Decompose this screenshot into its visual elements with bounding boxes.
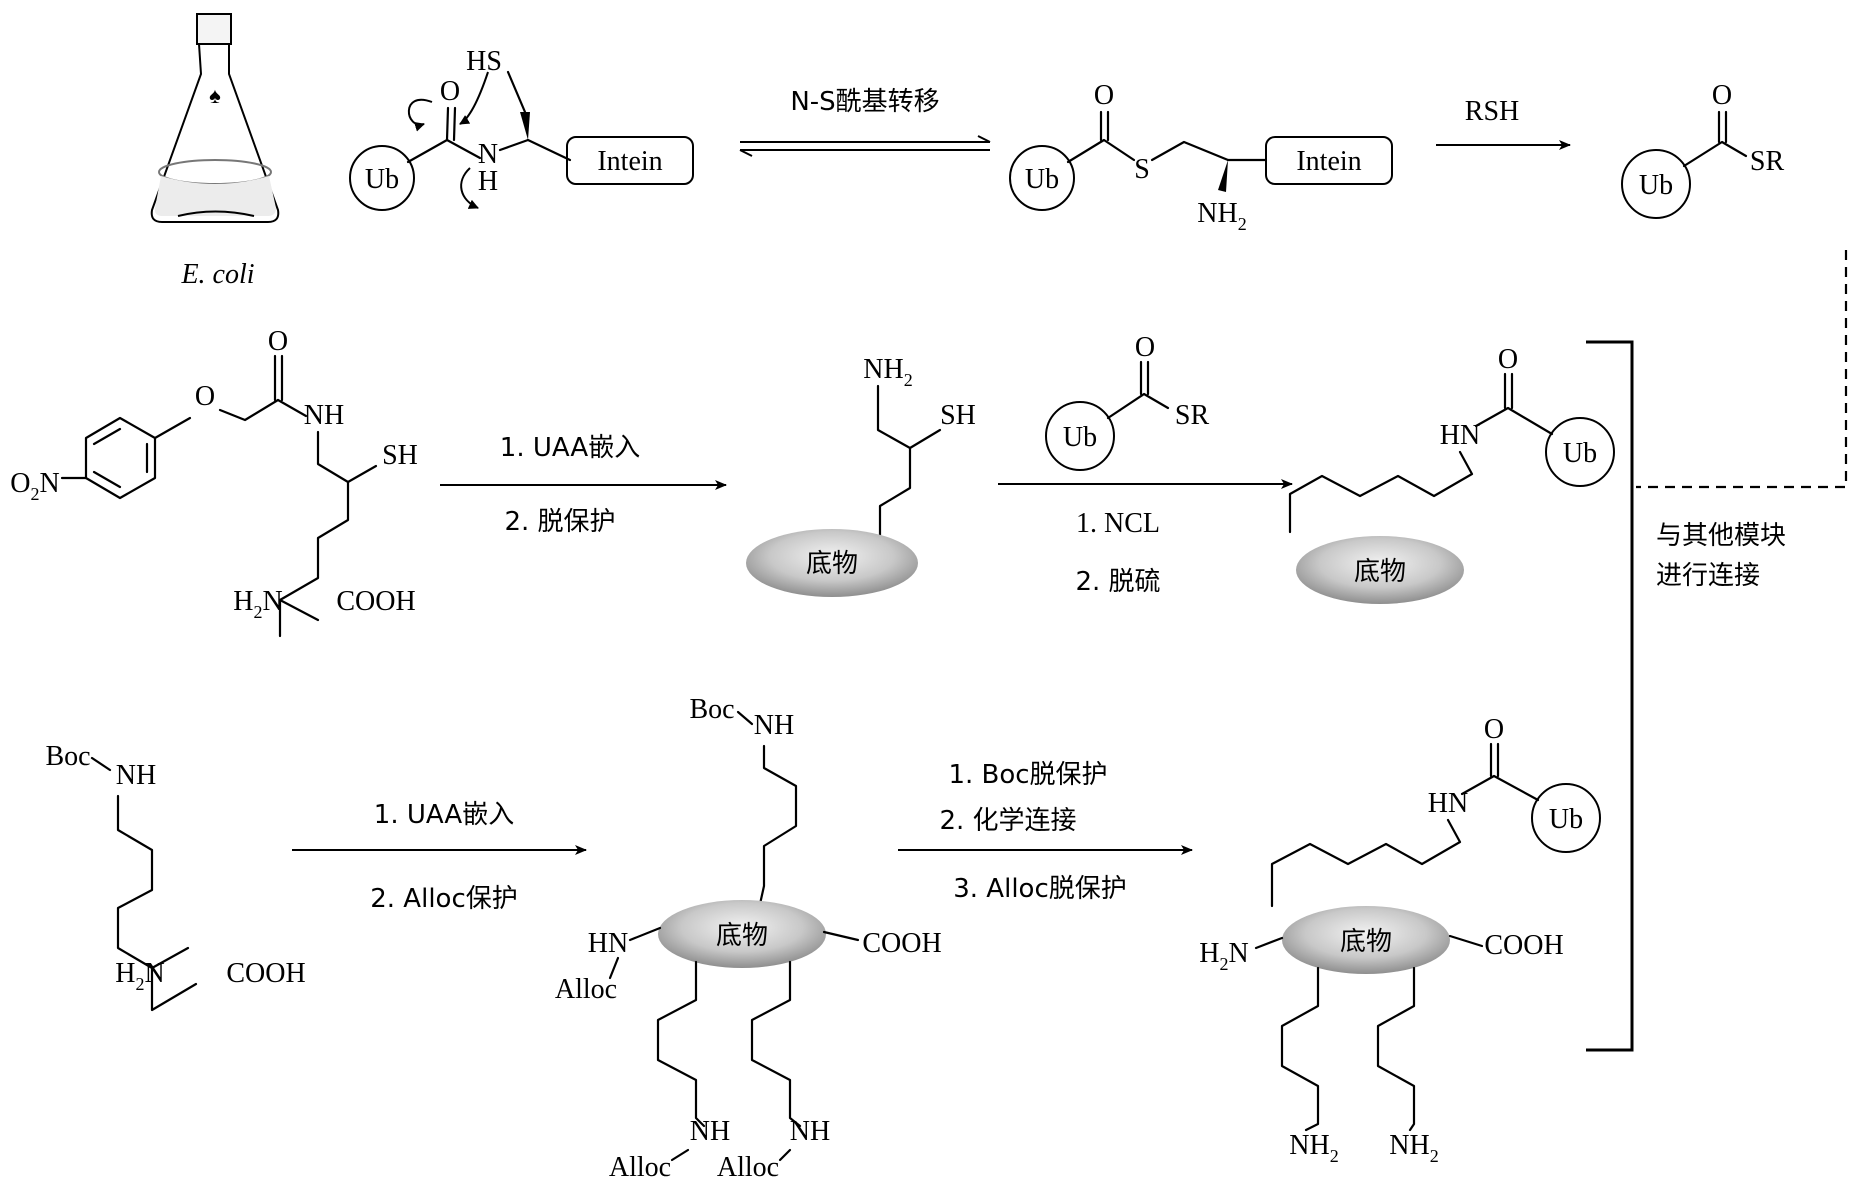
amine-label: NH2 [863,354,912,390]
substrate-oval [1282,906,1450,974]
step-alloc-deprotect-label: 3. Alloc脱保护 [953,874,1127,904]
thioester-intermediate: Ub O S NH2 Intein [1009,80,1393,234]
alloc-label: Alloc [609,1152,671,1183]
amine-label: NH2 [1289,1130,1338,1166]
step-deprotect-label: 2. 脱保护 [504,507,615,537]
rsh-label: RSH [1465,96,1519,127]
carboxyl-label: COOH [336,586,415,617]
substrate-label: 底物 [716,921,768,951]
ub-lysine-conjugate-2: Ub O HN 底物 H2N COOH NH2 NH2 [1199,714,1601,1166]
amide-nh-label: NH [304,400,344,431]
ub-label: Ub [1063,422,1097,453]
step-alloc-protect-label: 2. Alloc保护 [370,884,518,914]
nitro-label: O2N [10,468,59,504]
step-uaa-label-2: 1. UAA嵌入 [374,800,514,830]
thiol-label: HS [466,46,502,77]
isopeptide-nh-label: HN [1440,420,1480,451]
ether-oxygen-label: O [195,381,215,412]
intein-label: Intein [1296,146,1361,177]
sr-label: SR [1175,400,1210,431]
alpha-amine-label: H2N [115,958,164,994]
substrate-oval [658,900,826,968]
oxygen-label: O [1135,332,1155,363]
dashed-connector [1636,250,1848,489]
substrate-label: 底物 [1340,927,1392,957]
intein-label: Intein [597,146,662,177]
oxygen-label: O [1712,80,1732,111]
carboxyl-label: COOH [862,928,941,959]
carboxyl-label: COOH [1484,930,1563,961]
oxygen-label: O [1498,344,1518,375]
ub-thioester-product: Ub O SR [1621,80,1785,219]
sulfur-label: S [1134,154,1150,185]
step-ncl-label: 1. NCL [1076,508,1160,539]
oxygen-label: O [440,76,460,107]
hydrogen-label: H [478,166,498,197]
product-bracket [1586,340,1634,1052]
nitrophenyl-uaa: O2N O O NH SH H2N COOH [10,326,418,638]
ub-label: Ub [1563,438,1597,469]
alpha-amine-label: H2N [233,586,282,622]
step-desulfurization-label: 2. 脱硫 [1075,567,1160,597]
step-boc-deprotect-label: 1. Boc脱保护 [948,760,1107,790]
thiol-label: SH [940,400,976,431]
protected-lysine-substrate: Boc NH 底物 HN Alloc COOH NH Alloc NH Allo… [555,694,942,1183]
spade-icon: ♠ [209,83,221,108]
sr-label: SR [1750,146,1785,177]
boc-lysine-uaa: Boc NH H2N COOH [45,741,306,1012]
carboxyl-label: COOH [226,958,305,989]
amine-label: NH2 [1197,198,1246,234]
equilibrium-arrow [739,135,991,157]
ub-label: Ub [365,164,399,195]
boc-nh-label: NH [116,760,156,791]
ub-sr-reagent: Ub O SR [1045,332,1210,471]
ns-acyl-transfer-label: N-S酰基转移 [790,87,939,117]
flask-icon: ♠ [150,13,280,223]
alloc-label: Alloc [717,1152,779,1183]
substrate-oval [746,529,918,597]
alloc-label: Alloc [555,974,617,1005]
boc-label: Boc [689,694,734,725]
bracket-note-line1: 与其他模块 [1656,521,1786,551]
oxygen-label: O [1484,714,1504,745]
alloc-nh-label: NH [690,1116,730,1147]
n-terminal-amine-label: H2N [1199,938,1248,974]
amine-label: NH2 [1389,1130,1438,1166]
ub-label: Ub [1025,164,1059,195]
boc-label: Boc [45,741,90,772]
isopeptide-nh-label: HN [1428,788,1468,819]
ub-lysine-conjugate-1: Ub O HN 底物 [1288,344,1615,604]
ub-intein-precursor: Ub O N H HS Intein [349,46,694,211]
ub-label: Ub [1639,170,1673,201]
carbonyl-oxygen-label: O [268,326,288,357]
boc-nh-label: NH [754,710,794,741]
bracket-note-line2: 进行连接 [1656,561,1760,591]
substrate-oval [1296,536,1464,604]
thiolysine-substrate: NH2 SH 底物 [746,354,976,597]
ub-label: Ub [1549,804,1583,835]
step-uaa-label: 1. UAA嵌入 [500,433,640,463]
oxygen-label: O [1094,80,1114,111]
alloc-nh-label: NH [790,1116,830,1147]
substrate-label: 底物 [806,549,858,579]
nitrogen-label: N [478,139,498,170]
alloc-nh-label: HN [588,928,628,959]
ecoli-label: E. coli [180,259,254,290]
substrate-label: 底物 [1354,557,1406,587]
step-chemical-ligation-label: 2. 化学连接 [939,806,1076,836]
thiol-label: SH [382,440,418,471]
